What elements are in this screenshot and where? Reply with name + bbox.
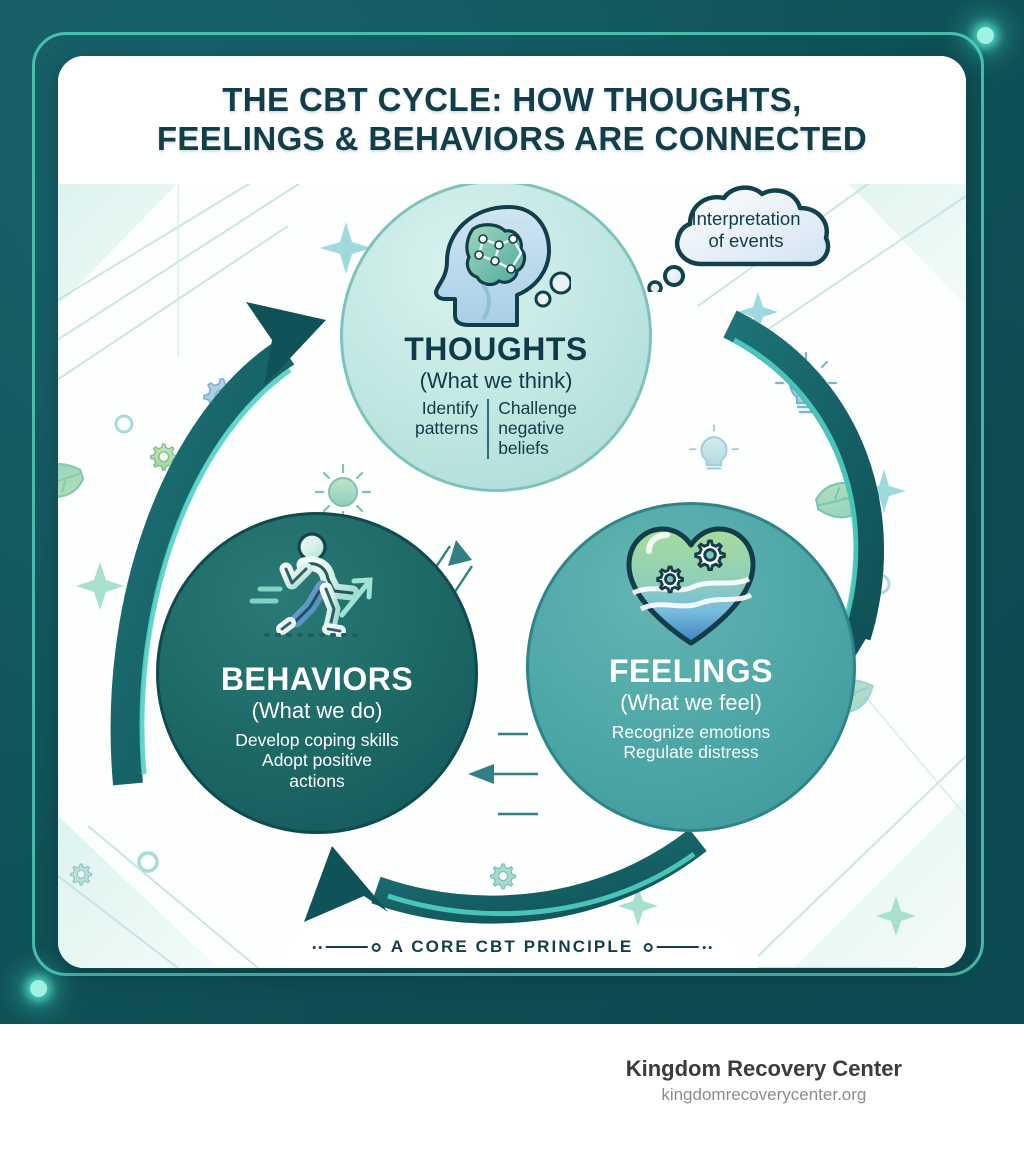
- lightbulb-icon: [689, 424, 739, 470]
- arrow-feelings-to-behaviors: [304, 828, 707, 924]
- bullet-text: Regulate distress: [623, 742, 759, 763]
- badge-dots-icon: [312, 945, 322, 949]
- motion-lines-icon: [249, 586, 283, 604]
- node-thoughts-subtitle: (What we think): [419, 368, 573, 393]
- badge-dots-icon: [702, 945, 712, 949]
- header: THE CBT CYCLE: HOW THOUGHTS, FEELINGS & …: [58, 56, 966, 184]
- decorative-frame-border: [32, 32, 984, 976]
- up-arrow-icon: [339, 577, 373, 618]
- brand-url[interactable]: kingdomrecoverycenter.org: [661, 1085, 867, 1105]
- node-behaviors[interactable]: BEHAVIORS (What we do) Develop coping sk…: [156, 512, 478, 834]
- badge-ornament-left: [312, 942, 381, 952]
- bullet-text: patterns: [414, 417, 479, 438]
- sparkle-icon: [876, 896, 916, 936]
- gear-icon: [70, 863, 93, 886]
- bullet-text: beliefs: [498, 437, 549, 458]
- branding-footer: Kingdom Recovery Center kingdomrecoveryc…: [0, 1024, 1024, 1154]
- sparkle-icon: [618, 886, 658, 926]
- circle-outline-icon: [137, 851, 159, 873]
- title-line-1: THE CBT CYCLE: HOW THOUGHTS,: [222, 81, 802, 119]
- gear-icon: [490, 863, 517, 890]
- head-brain-icon: [434, 205, 571, 327]
- branding-block: Kingdom Recovery Center kingdomrecoveryc…: [626, 1056, 902, 1106]
- node-thoughts[interactable]: THOUGHTS (What we think) Identify patter…: [340, 180, 652, 492]
- badge-ornament-right: [643, 942, 712, 952]
- node-thoughts-bullets-right: Challenge negative beliefs: [489, 398, 586, 459]
- bullet-text: Challenge: [498, 398, 578, 418]
- arrow-behaviors-to-thoughts: [110, 302, 326, 786]
- sun-icon: [314, 463, 372, 521]
- circle-outline-icon: [114, 414, 134, 434]
- bullet-text: negative: [498, 417, 565, 438]
- node-feelings[interactable]: FEELINGS (What we feel) Recognize emotio…: [526, 502, 856, 832]
- bullet-text: Identify: [421, 398, 479, 418]
- node-thoughts-bullets: Identify patterns Challenge negative bel…: [406, 398, 586, 459]
- glow-dot-bottom-left-icon: [30, 980, 47, 997]
- badge-ring-icon: [643, 942, 653, 952]
- sparkle-icon: [738, 292, 778, 332]
- sparkle-icon: [320, 222, 372, 274]
- node-feelings-title: FEELINGS: [608, 653, 773, 689]
- page-title: THE CBT CYCLE: HOW THOUGHTS, FEELINGS & …: [139, 81, 885, 159]
- badge-line-icon: [656, 946, 699, 948]
- cbt-cycle-diagram: THOUGHTS (What we think) Identify patter…: [58, 174, 966, 968]
- content-card: THE CBT CYCLE: HOW THOUGHTS, FEELINGS & …: [58, 56, 966, 968]
- inner-arrow-feelings-to-behaviors: [468, 732, 538, 816]
- sparkle-icon: [76, 562, 124, 610]
- bullets-divider: [487, 399, 490, 459]
- bullet-text: Develop coping skills: [235, 730, 399, 750]
- node-behaviors-subtitle: (What we do): [251, 698, 383, 723]
- cloud-line-2: of events: [708, 230, 784, 251]
- bullet-text: Adopt positive: [262, 750, 372, 771]
- thought-cloud-icon: [647, 185, 831, 292]
- node-thoughts-bullets-left: Identify patterns: [406, 398, 487, 439]
- title-line-2: FEELINGS & BEHAVIORS ARE CONNECTED: [156, 120, 868, 157]
- sparkle-icon: [862, 469, 906, 513]
- glow-dot-top-right-icon: [977, 27, 994, 44]
- bullet-text: actions: [289, 770, 345, 791]
- gear-icon: [150, 443, 178, 471]
- node-feelings-subtitle: (What we feel): [620, 690, 762, 715]
- badge-line-icon: [325, 946, 368, 948]
- thought-cloud-text: Interpretation of events: [646, 182, 846, 278]
- cloud-line-1: Interpretation: [691, 207, 801, 229]
- thought-cloud: Interpretation of events: [646, 182, 846, 292]
- bullet-text: Recognize emotions: [611, 722, 771, 742]
- footer-badge: A CORE CBT PRINCIPLE: [286, 927, 738, 968]
- badge-ring-icon: [371, 942, 381, 952]
- heart-gears-icon: [626, 526, 756, 646]
- poster-background: THE CBT CYCLE: HOW THOUGHTS, FEELINGS & …: [0, 0, 1024, 1024]
- node-behaviors-bullets: Develop coping skills Adopt positive act…: [235, 730, 398, 791]
- node-thoughts-title: THOUGHTS: [404, 331, 588, 367]
- brand-name: Kingdom Recovery Center: [625, 1056, 902, 1081]
- node-feelings-bullets: Recognize emotions Regulate distress: [612, 722, 771, 763]
- footer-badge-text: A CORE CBT PRINCIPLE: [390, 937, 634, 956]
- leaf-icon: [58, 463, 85, 498]
- running-person-icon: [249, 532, 373, 637]
- node-behaviors-title: BEHAVIORS: [220, 661, 414, 697]
